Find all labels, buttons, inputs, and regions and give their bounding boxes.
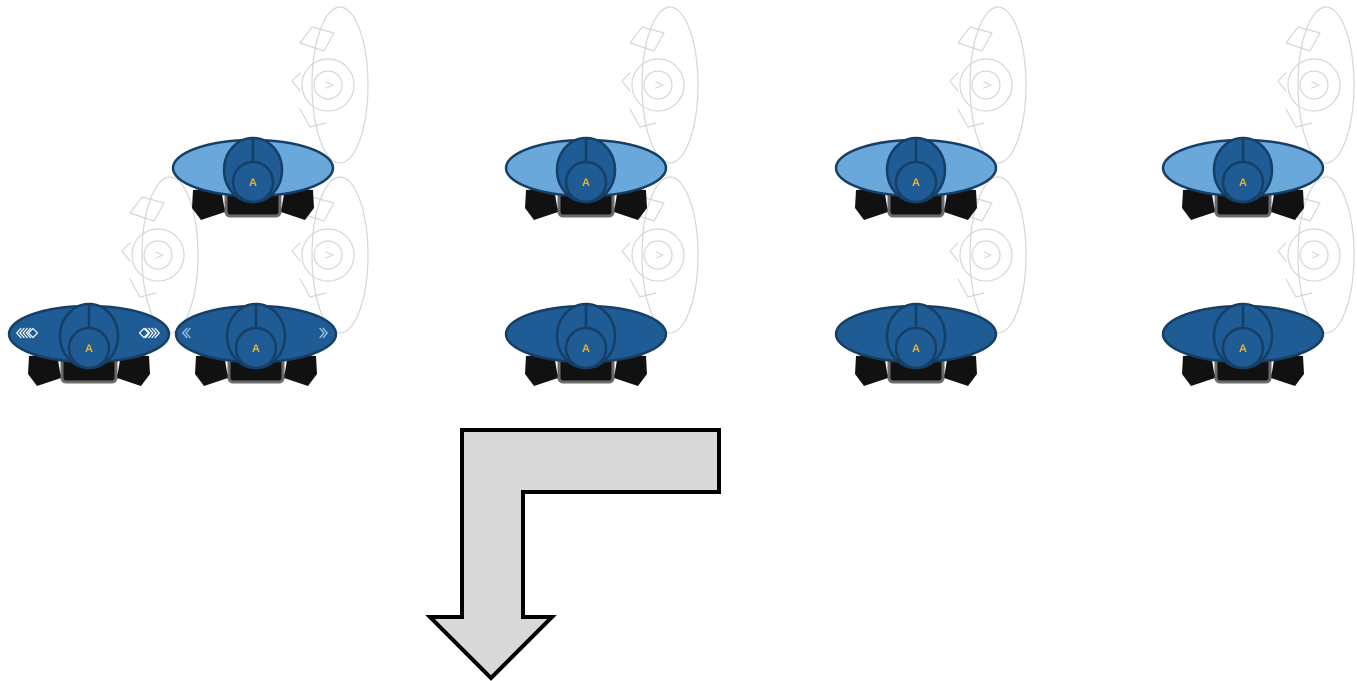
left-foot-icon: [192, 188, 225, 220]
robot-unit: A: [174, 302, 338, 386]
robot-unit: A: [504, 302, 668, 386]
unit-label: A: [912, 343, 920, 355]
unit-label: A: [582, 177, 590, 189]
robot-unit: A: [504, 136, 668, 220]
right-foot-icon: [1271, 188, 1304, 220]
ghost-figure-icon: [949, 6, 1027, 164]
chevron-icon: [25, 327, 32, 339]
robot-unit: A: [834, 136, 998, 220]
ghost-figure-icon: [1277, 6, 1355, 164]
diamond-icon: [27, 327, 39, 339]
ghost-figure-icon: [291, 6, 369, 164]
right-foot-icon: [614, 354, 647, 386]
right-foot-icon: [614, 188, 647, 220]
unit-label: A: [252, 343, 260, 355]
robot-unit: A: [1161, 302, 1325, 386]
right-foot-icon: [284, 354, 317, 386]
chevron-icon: [154, 327, 160, 339]
unit-label: A: [912, 177, 920, 189]
right-foot-icon: [1271, 354, 1304, 386]
chevron-icon: [319, 327, 325, 339]
left-foot-icon: [1182, 188, 1215, 220]
chevron-icon: [16, 327, 22, 339]
right-foot-icon: [944, 188, 977, 220]
unit-label: A: [1239, 343, 1247, 355]
diamond-icon: [138, 327, 150, 339]
left-foot-icon: [855, 354, 888, 386]
robot-unit: A: [7, 302, 171, 386]
bent-arrow: [425, 428, 721, 681]
chevron-icon: [151, 327, 157, 339]
chevron-icon: [147, 327, 154, 339]
robot-unit: A: [1161, 136, 1325, 220]
chevron-icon: [19, 327, 25, 339]
left-foot-icon: [855, 188, 888, 220]
chevron-icon: [144, 327, 151, 339]
right-foot-icon: [281, 188, 314, 220]
left-foot-icon: [525, 188, 558, 220]
unit-label: A: [249, 177, 257, 189]
unit-label: A: [85, 343, 93, 355]
chevron-icon: [22, 327, 29, 339]
left-foot-icon: [1182, 354, 1215, 386]
chevron-icon: [182, 327, 188, 339]
robot-unit: A: [171, 136, 335, 220]
robot-unit: A: [834, 302, 998, 386]
left-foot-icon: [195, 354, 228, 386]
right-foot-icon: [944, 354, 977, 386]
left-foot-icon: [525, 354, 558, 386]
ghost-figure-icon: [291, 176, 369, 334]
right-foot-icon: [117, 354, 150, 386]
chevron-icon: [322, 327, 328, 339]
bent-arrow-icon: [425, 428, 721, 681]
unit-label: A: [1239, 177, 1247, 189]
ghost-figure-icon: [621, 6, 699, 164]
chevron-icon: [185, 327, 191, 339]
unit-label: A: [582, 343, 590, 355]
left-foot-icon: [28, 354, 61, 386]
units: A A A A A A A A A: [7, 136, 1325, 386]
